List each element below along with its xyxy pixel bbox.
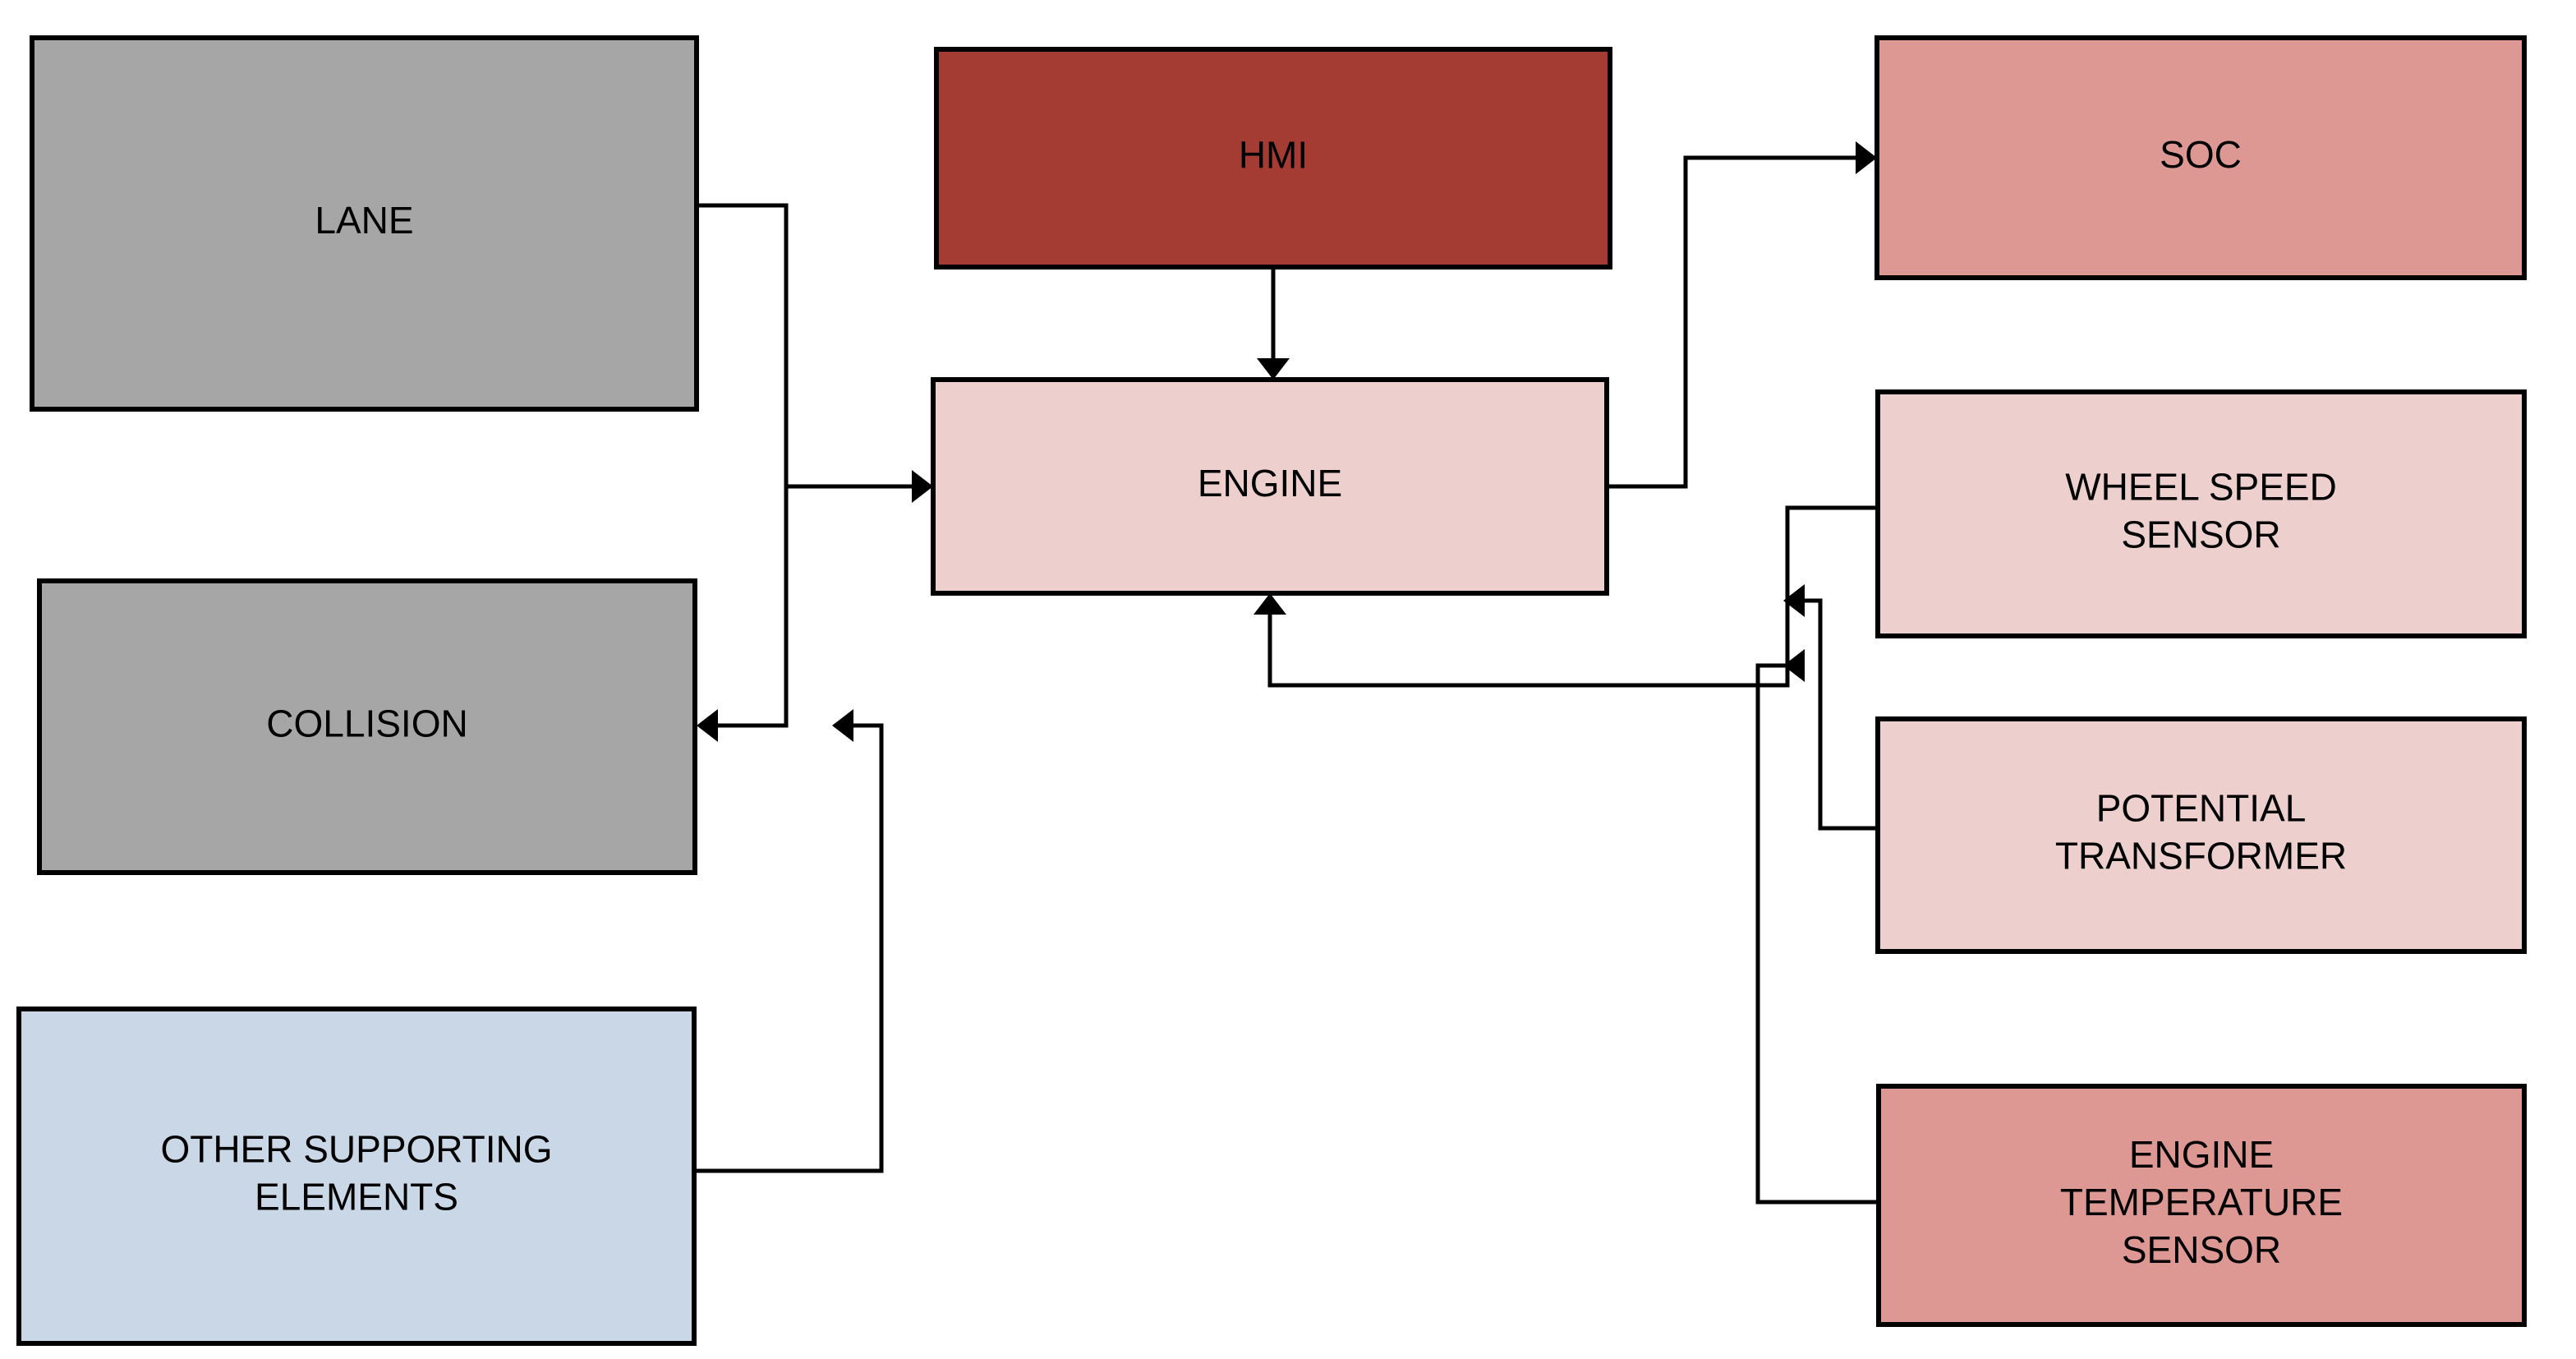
node-label: SENSOR [2122,1228,2281,1271]
edges-layer [694,141,1879,1205]
node-box[interactable] [931,377,1609,596]
node-engine[interactable]: ENGINE [931,377,1609,596]
edge-line [697,203,922,489]
edge-engine-to-collision [697,486,789,742]
node-box[interactable] [37,578,697,875]
node-collision[interactable]: COLLISION [37,578,697,875]
node-other-supporting-elements[interactable]: OTHER SUPPORTING ELEMENTS [16,1007,697,1346]
edge-line [1267,505,1878,688]
node-soc[interactable]: SOC [1874,35,2527,280]
edge-engine-temperature-sensor-to-left-bus [1755,649,1879,1205]
node-label: TRANSFORMER [2055,835,2347,878]
node-hmi[interactable]: HMI [934,47,1612,269]
node-label: OTHER SUPPORTING [160,1128,552,1171]
arrowhead-icon [1783,584,1805,617]
node-box[interactable] [16,1007,697,1346]
node-label: POTENTIAL [2096,787,2307,830]
node-label: LANE [315,199,413,242]
arrowhead-icon [1257,358,1290,380]
node-engine-temperature-sensor[interactable]: ENGINE TEMPERATURE SENSOR [1876,1084,2527,1327]
arrowhead-icon [1856,141,1877,174]
edge-line [694,723,884,1173]
arrowhead-icon [1783,649,1805,682]
node-label: TEMPERATURE [2060,1181,2343,1223]
node-label: COLLISION [266,703,467,745]
edge-line [1795,598,1878,831]
node-label: SENSOR [2121,514,2280,556]
edge-line [1755,663,1879,1205]
arrowhead-icon [697,709,718,742]
edge-line [708,486,789,728]
node-box[interactable] [934,47,1612,269]
edge-engine-to-soc [1607,141,1877,489]
node-box[interactable] [1876,1084,2527,1327]
nodes-layer: LANE COLLISION OTHER SUPPORTING ELEMENTS HMI… [16,35,2527,1346]
node-potential-transformer[interactable]: POTENTIAL TRANSFORMER [1875,716,2527,954]
node-lane[interactable]: LANE [30,35,699,412]
arrowhead-icon [832,709,853,742]
arrowhead-icon [912,470,933,503]
node-box[interactable] [30,35,699,412]
edge-other-supporting-elements-to-collision [694,709,884,1173]
node-box[interactable] [1875,716,2527,954]
node-box[interactable] [1875,389,2527,638]
node-wheel-speed-sensor[interactable]: WHEEL SPEED SENSOR [1875,389,2527,638]
edge-lane-to-engine [697,203,933,503]
node-label: SOC [2160,133,2242,176]
edge-wheel-speed-sensor-to-engine [1254,505,1878,688]
node-label: ENGINE [2129,1133,2274,1176]
arrowhead-icon [1254,593,1286,615]
edge-hmi-to-engine [1257,267,1290,380]
node-label: HMI [1239,134,1308,177]
edge-potential-transformer-to-left-bus [1783,584,1878,831]
edge-line [1607,155,1865,489]
node-label: WHEEL SPEED [2065,466,2337,509]
node-label: ENGINE [1198,462,1342,504]
node-box[interactable] [1874,35,2527,280]
node-label: ELEMENTS [255,1176,458,1218]
